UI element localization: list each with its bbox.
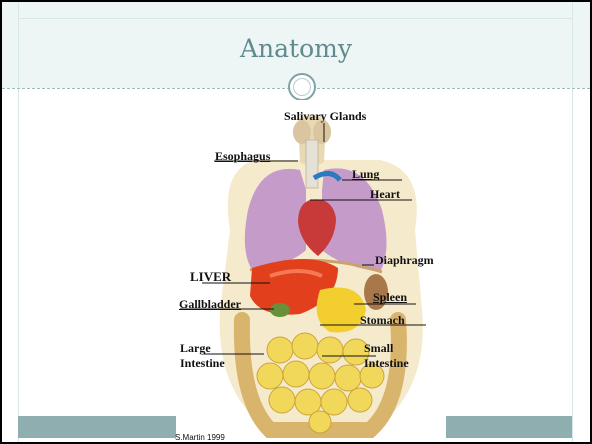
image-credit: S.Martin 1999: [175, 433, 225, 442]
label-gallbladder: Gallbladder: [179, 298, 241, 311]
label-large-2: Intestine: [180, 357, 225, 370]
label-diaphragm: Diaphragm: [375, 254, 434, 267]
footer-bar-left: [18, 416, 176, 438]
label-esophagus: Esophagus: [215, 150, 270, 163]
label-salivary-glands: Salivary Glands: [284, 110, 366, 123]
label-small-1: Small: [364, 342, 393, 355]
label-large-1: Large: [180, 342, 211, 355]
label-stomach: Stomach: [360, 314, 405, 327]
label-small-2: Intestine: [364, 357, 409, 370]
label-lung: Lung: [352, 168, 379, 181]
label-spleen: Spleen: [373, 291, 407, 304]
label-heart: Heart: [370, 188, 400, 201]
label-liver: LIVER: [190, 270, 231, 283]
footer-bar-right: [446, 416, 572, 438]
